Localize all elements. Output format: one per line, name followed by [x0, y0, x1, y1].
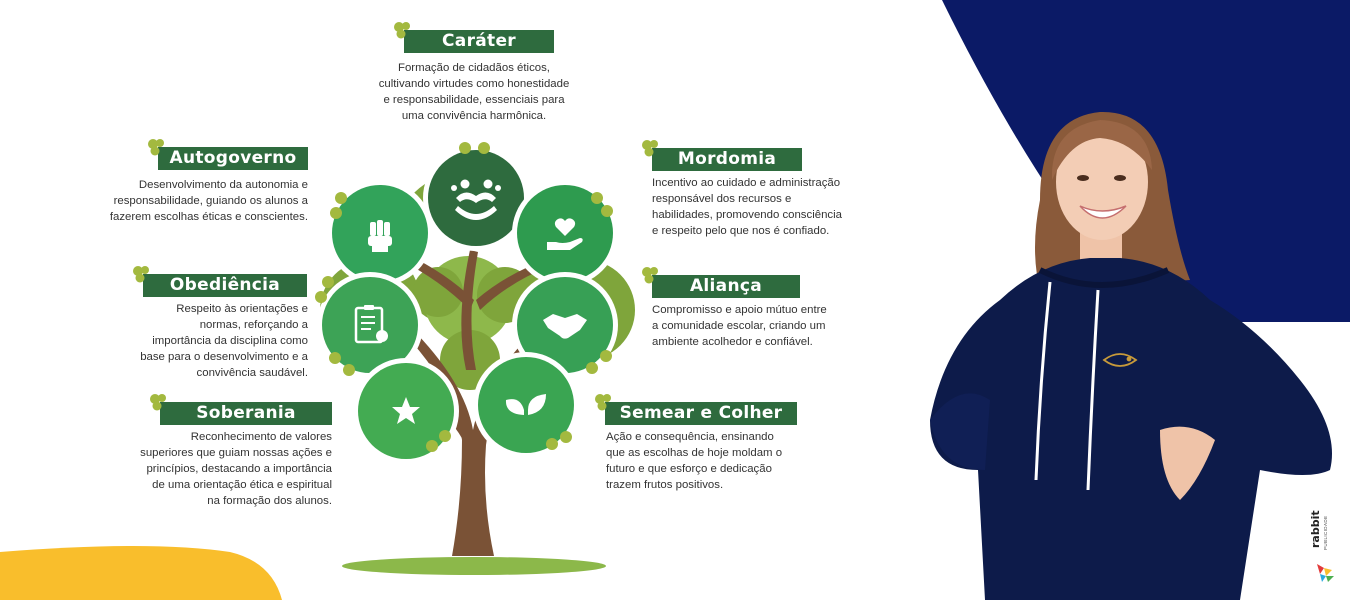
label-mordomia: Mordomia: [642, 140, 802, 171]
desc-alianca: Compromisso e apoio mútuo entre a comuni…: [652, 304, 827, 348]
label-carater: Caráter: [394, 22, 554, 53]
label-alianca: Aliança: [642, 267, 800, 298]
leaf-blobs: [315, 142, 613, 452]
label-soberania: Soberania: [150, 394, 332, 425]
star-icon: [392, 397, 420, 424]
label-text: Obediência: [169, 275, 281, 295]
leaf-blob-icon: [595, 394, 611, 411]
leaf-blob-icon: [150, 394, 166, 411]
leaf-blob-icon: [642, 140, 658, 157]
hoodie-logo-icon: [1102, 353, 1138, 367]
desc-mordomia: Incentivo ao cuidado e administração res…: [652, 177, 842, 237]
label-text: Mordomia: [677, 149, 777, 169]
heart-hand-icon: [547, 218, 583, 250]
leaf-blob-icon: [148, 139, 164, 156]
label-text: Caráter: [442, 31, 516, 51]
clipboard-check-icon: [354, 305, 388, 344]
desc-autogoverno: Desenvolvimento da autonomia e responsab…: [109, 179, 308, 223]
desc-carater: Formação de cidadãos éticos, cultivando …: [378, 62, 570, 122]
handshake-icon: [543, 314, 587, 339]
label-text: Soberania: [196, 403, 296, 423]
label-text: Semear e Colher: [619, 403, 783, 423]
desc-obediencia: Respeito às orientações e normas, reforç…: [140, 303, 308, 379]
label-autogoverno: Autogoverno: [148, 139, 308, 170]
brand-tagline: PUBLICIDADE: [1323, 515, 1328, 550]
label-semear-colher: Semear e Colher: [595, 394, 797, 425]
label-text: Aliança: [689, 276, 763, 296]
desc-semear-colher: Ação e consequência, ensinando que as es…: [606, 431, 783, 491]
raised-fist-icon: [368, 220, 392, 252]
label-obediencia: Obediência: [133, 266, 307, 297]
ground-shadow: [342, 557, 606, 575]
leaf-blob-icon: [133, 266, 149, 283]
people-hands-icon: [451, 179, 501, 220]
brand-name: rabbit: [1309, 510, 1322, 548]
brand-logo-icon: [1317, 564, 1334, 582]
leaves-icon: [505, 394, 546, 415]
label-text: Autogoverno: [169, 148, 297, 168]
leaf-blob-icon: [394, 22, 410, 39]
leaf-blob-icon: [642, 267, 658, 284]
desc-soberania: Reconhecimento de valores superiores que…: [140, 431, 332, 507]
